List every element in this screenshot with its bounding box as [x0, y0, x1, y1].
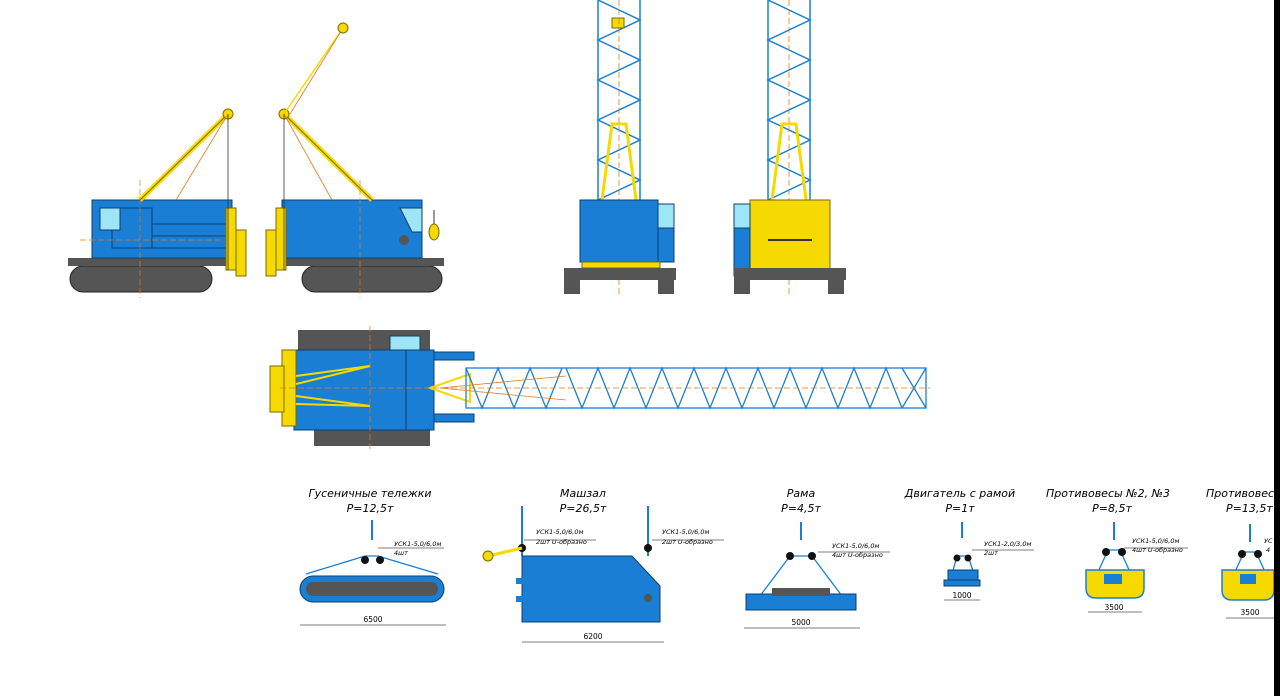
component-weight: P=13,5т	[1226, 502, 1273, 515]
dimension-label: 5000	[791, 618, 810, 627]
front-view-mast-right	[733, 0, 846, 296]
component-weight: P=26,5т	[560, 502, 607, 515]
side-view-right	[265, 22, 444, 298]
sling-qty-right: 2шт U-образно	[662, 538, 713, 546]
component-tracks: Гусеничные тележки P=12,5т УСК1-5,0/6,0м…	[299, 487, 446, 626]
component-weight: P=8,5т	[1092, 502, 1132, 515]
dimension-label: 6500	[363, 615, 382, 624]
sling-label: УСК1-2,0/3,0м	[984, 540, 1031, 548]
component-title: Машзал	[560, 487, 606, 500]
component-title: Рама	[787, 487, 816, 500]
component-weight: P=1т	[945, 502, 975, 515]
component-counterweights-2-3: Противовесы №2, №3 P=8,5т УСК1-5,0/6,0м …	[1046, 487, 1188, 613]
window-edge	[1274, 0, 1280, 696]
component-title: Противовесы №2, №3	[1046, 487, 1170, 500]
sling-label: УСК1-5,0/6,0м	[832, 542, 879, 550]
sling-qty: 4	[1266, 546, 1270, 554]
component-title: Двигатель с рамой	[904, 487, 1015, 500]
dimension-label: 1000	[952, 591, 971, 600]
sling-label: УС	[1264, 537, 1273, 545]
sling-label: УСК1-5,0/6,0м	[394, 540, 441, 548]
sling-label: УСК1-5,0/6,0м	[1132, 537, 1179, 545]
component-weight: P=4,5т	[781, 502, 821, 515]
sling-qty: 4шт	[394, 549, 408, 557]
dimension-label: 6200	[583, 632, 602, 641]
dimension-label: 3500	[1104, 603, 1123, 612]
component-counterweight-main: Противовес № P=13,5т УС 4 3500	[1206, 487, 1280, 619]
component-machine-house: Машзал P=26,5т УСК1-5,0/6,0м 2шт U-образ…	[482, 487, 724, 643]
component-engine: Двигатель с рамой P=1т УСК1-2,0/3,0м 2шт…	[904, 487, 1034, 601]
component-title: Противовес №	[1206, 487, 1280, 500]
sling-label-right: УСК1-5,0/6,0м	[662, 528, 709, 536]
plan-view	[269, 326, 930, 450]
front-view-mast-left	[564, 0, 676, 296]
sling-qty-left: 2шт U-образно	[536, 538, 587, 546]
component-frame: Рама P=4,5т УСК1-5,0/6,0м 4шт U-образно …	[744, 487, 890, 629]
component-weight: P=12,5т	[347, 502, 394, 515]
sling-qty: 2шт	[984, 549, 998, 557]
sling-label-left: УСК1-5,0/6,0м	[536, 528, 583, 536]
sling-qty: 4шт U-образно	[1132, 546, 1183, 554]
component-title: Гусеничные тележки	[308, 487, 431, 500]
dimension-label: 3500	[1240, 608, 1259, 617]
sling-qty: 4шт U-образно	[832, 551, 883, 559]
side-view-left	[68, 108, 247, 298]
